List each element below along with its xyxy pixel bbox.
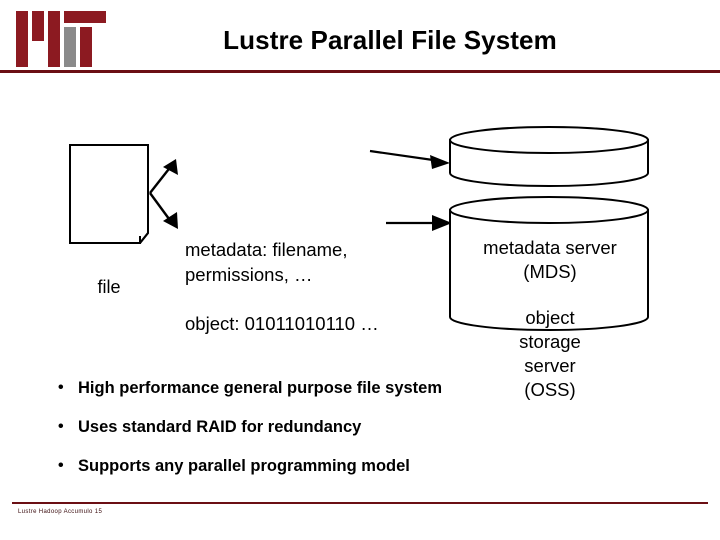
metadata-caption: metadata: filename, permissions, … [185,237,347,287]
oss-cylinder [449,196,649,331]
file-fold-2 [133,236,141,244]
arrowhead-oss [432,215,452,231]
header-divider [0,70,720,73]
footer-text: Lustre Hadoop Accumulo 15 [18,509,103,515]
bullet-text: High performance general purpose file sy… [78,379,443,397]
bullet-marker-icon: • [58,418,64,435]
mds-cylinder [449,126,649,187]
footer-divider [12,502,708,504]
oss-label-line4: (OSS) [524,379,576,400]
mds-label: metadata server (MDS) [452,236,648,284]
mit-logo [16,11,106,67]
bullet-text: Uses standard RAID for redundancy [78,418,362,436]
file-label: file [97,277,121,297]
bullet-marker-icon: • [58,457,64,474]
file-fold [139,232,149,244]
metadata-caption-line2: permissions, … [185,264,313,285]
object-caption-line1: object: 01011010110 … [185,313,379,334]
arrowhead-mds [430,155,450,169]
bullet-text: Supports any parallel programming model [78,457,410,475]
oss-label-line2: storage [519,331,581,352]
mds-label-line2: (MDS) [523,261,577,282]
mds-label-line1: metadata server [483,237,617,258]
list-item: • Supports any parallel programming mode… [58,456,658,476]
bullet-marker-icon: • [58,379,64,396]
list-item: • Uses standard RAID for redundancy [58,417,658,437]
page-title: Lustre Parallel File System [223,25,557,55]
oss-label-line3: server [524,355,576,376]
bullet-list: • High performance general purpose file … [58,378,658,495]
lustre-diagram: file metadata: filename, permissions, … … [0,95,720,400]
metadata-caption-line1: metadata: filename, [185,239,348,260]
oss-label-line1: object [525,307,575,328]
object-caption: object: 01011010110 … [185,311,379,336]
arrowhead-object [163,212,178,229]
oss-label: object storage server (OSS) [452,306,648,402]
arrow-metadata-to-mds [369,149,441,163]
list-item: • High performance general purpose file … [58,378,658,398]
arrowhead-metadata [163,159,178,175]
file-shape [69,144,149,244]
